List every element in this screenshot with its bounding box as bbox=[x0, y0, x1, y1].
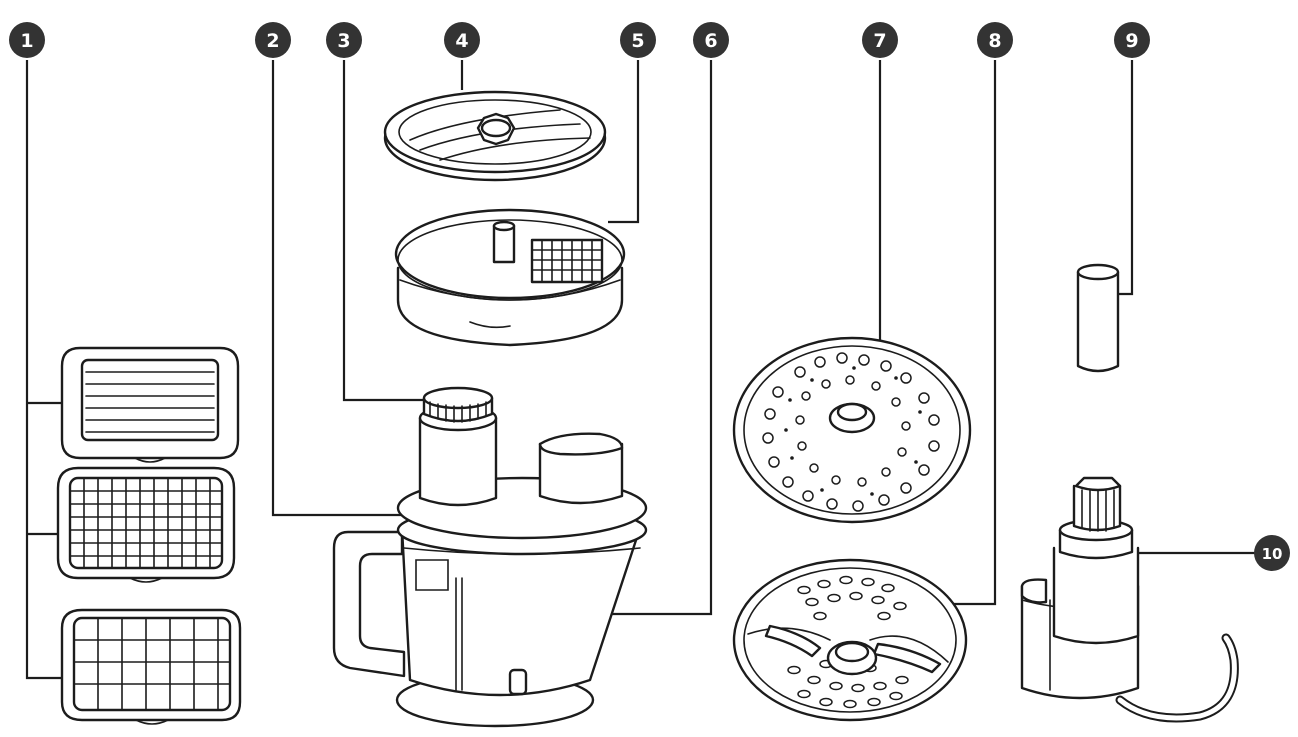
callout-10-label: 10 bbox=[1262, 545, 1283, 563]
part-grating-disc bbox=[732, 336, 972, 524]
callout-3: 3 bbox=[326, 22, 362, 58]
part-slicing-disc bbox=[383, 90, 607, 182]
callout-9-label: 9 bbox=[1125, 30, 1138, 52]
callout-1: 1 bbox=[9, 22, 45, 58]
callout-3-label: 3 bbox=[337, 30, 350, 52]
callout-2: 2 bbox=[255, 22, 291, 58]
part-spindle-tube bbox=[1076, 263, 1120, 373]
callout-9: 9 bbox=[1114, 22, 1150, 58]
part-bowl-assembly bbox=[332, 386, 648, 728]
insert-slicing bbox=[60, 346, 240, 463]
callout-7: 7 bbox=[862, 22, 898, 58]
leader-9 bbox=[1100, 60, 1134, 296]
callout-badges: 1 2 3 4 5 6 7 8 bbox=[9, 22, 1290, 571]
pusher bbox=[418, 416, 498, 507]
leader-3 bbox=[342, 60, 428, 402]
part-motor-base bbox=[1020, 476, 1239, 723]
callout-8: 8 bbox=[977, 22, 1013, 58]
callout-10: 10 bbox=[1254, 535, 1290, 571]
callout-4-label: 4 bbox=[455, 30, 468, 52]
insert-dicing-grid bbox=[56, 466, 236, 583]
callout-4: 4 bbox=[444, 22, 480, 58]
part-shredding-disc bbox=[732, 558, 968, 722]
callout-6-label: 6 bbox=[704, 30, 717, 52]
callout-6: 6 bbox=[693, 22, 729, 58]
insert-chip-grid bbox=[60, 608, 242, 725]
part-dicing-disc bbox=[394, 208, 626, 347]
leader-2 bbox=[271, 60, 445, 517]
callout-5-label: 5 bbox=[631, 30, 644, 52]
leader-8 bbox=[920, 60, 997, 606]
callout-1-label: 1 bbox=[20, 30, 33, 52]
part-cutting-inserts bbox=[56, 346, 242, 725]
leader-6 bbox=[612, 60, 713, 616]
grating-holes bbox=[762, 352, 940, 512]
callout-2-label: 2 bbox=[266, 30, 279, 52]
bowl-handle bbox=[332, 530, 406, 678]
callout-5: 5 bbox=[620, 22, 656, 58]
callout-7-label: 7 bbox=[873, 30, 886, 52]
grating-dots bbox=[784, 366, 922, 496]
callout-8-label: 8 bbox=[988, 30, 1001, 52]
leader-5 bbox=[608, 60, 640, 224]
